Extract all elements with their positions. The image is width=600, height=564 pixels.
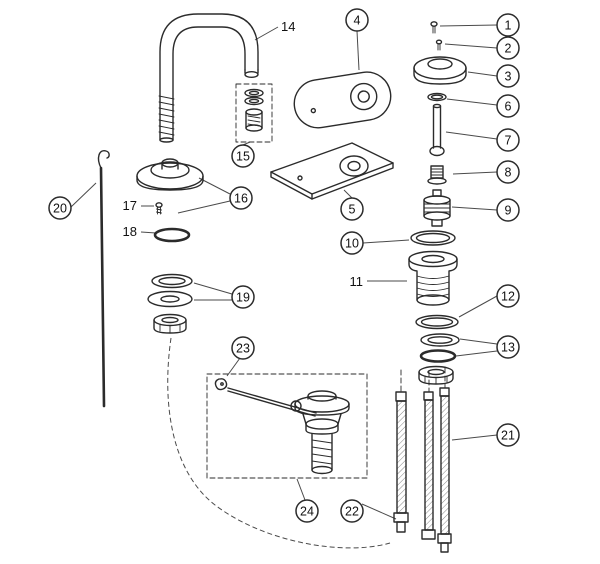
svg-text:12: 12 <box>501 290 515 304</box>
svg-text:7: 7 <box>505 134 512 148</box>
part-spring-clip <box>214 378 228 391</box>
part-aerator-kit <box>235 83 273 143</box>
callout-15: 15 <box>231 144 255 168</box>
label-11: 11 <box>350 274 364 289</box>
svg-text:15: 15 <box>236 150 250 164</box>
part-supply-hose-left <box>393 369 409 533</box>
part-oring-shank <box>415 314 459 330</box>
callout-20: 20 <box>48 196 72 220</box>
callout-9: 9 <box>496 198 520 222</box>
label-14: 14 <box>281 19 295 34</box>
part-oring-small <box>427 92 447 102</box>
svg-text:24: 24 <box>300 505 314 519</box>
svg-text:13: 13 <box>501 341 515 355</box>
part-screw-small-second <box>435 39 443 51</box>
part-supply-hoses-right <box>421 367 452 553</box>
svg-text:4: 4 <box>354 14 361 28</box>
callout-23: 23 <box>231 336 255 360</box>
part-oring-escutcheon <box>153 227 191 243</box>
svg-text:19: 19 <box>236 291 250 305</box>
callout-21: 21 <box>496 423 520 447</box>
callout-13: 13 <box>496 335 520 359</box>
label-17: 17 <box>123 198 137 213</box>
part-washers-and-nut <box>418 333 460 385</box>
callout-8: 8 <box>496 160 520 184</box>
svg-text:20: 20 <box>53 202 67 216</box>
callouts: 1 2 3 4 5 6 7 8 9 10 12 <box>48 8 520 523</box>
callout-19: 19 <box>231 285 255 309</box>
svg-text:8: 8 <box>505 166 512 180</box>
svg-text:22: 22 <box>345 505 359 519</box>
svg-text:2: 2 <box>505 42 512 56</box>
callout-24: 24 <box>295 499 319 523</box>
part-mounting-shank <box>408 250 458 306</box>
plain-labels: 14 17 18 11 <box>123 19 363 289</box>
svg-text:23: 23 <box>236 342 250 356</box>
svg-text:6: 6 <box>505 100 512 114</box>
part-lift-rod <box>97 150 110 408</box>
part-handle-base <box>413 56 467 85</box>
part-base-plate <box>270 142 394 200</box>
callout-16: 16 <box>229 186 253 210</box>
part-screw-small-top <box>430 21 438 34</box>
part-spout <box>158 13 259 143</box>
svg-text:16: 16 <box>234 192 248 206</box>
svg-text:5: 5 <box>349 203 356 217</box>
part-oring-large <box>410 230 456 246</box>
svg-text:1: 1 <box>505 19 512 33</box>
leader-lines <box>70 24 498 520</box>
callout-4: 4 <box>345 8 369 32</box>
part-drain-assembly <box>206 373 368 479</box>
part-valve-stem <box>427 165 447 185</box>
svg-text:3: 3 <box>505 70 512 84</box>
dashed-connector-curve <box>167 337 391 549</box>
part-escutcheon <box>136 158 204 191</box>
callout-6: 6 <box>496 94 520 118</box>
part-top-plate <box>293 71 392 129</box>
callout-10: 10 <box>340 231 364 255</box>
callout-22: 22 <box>340 499 364 523</box>
part-set-screw <box>155 202 163 215</box>
part-cartridge <box>423 189 451 227</box>
callout-5: 5 <box>340 197 364 221</box>
label-18: 18 <box>123 224 137 239</box>
callout-7: 7 <box>496 128 520 152</box>
part-lock-washers <box>147 273 193 334</box>
part-pivot-rod <box>227 387 317 417</box>
svg-text:10: 10 <box>345 237 359 251</box>
callout-2: 2 <box>496 36 520 60</box>
callout-12: 12 <box>496 284 520 308</box>
callout-1: 1 <box>496 13 520 37</box>
svg-text:9: 9 <box>505 204 512 218</box>
callout-3: 3 <box>496 64 520 88</box>
part-stem-rod <box>429 103 445 157</box>
svg-text:21: 21 <box>501 429 515 443</box>
